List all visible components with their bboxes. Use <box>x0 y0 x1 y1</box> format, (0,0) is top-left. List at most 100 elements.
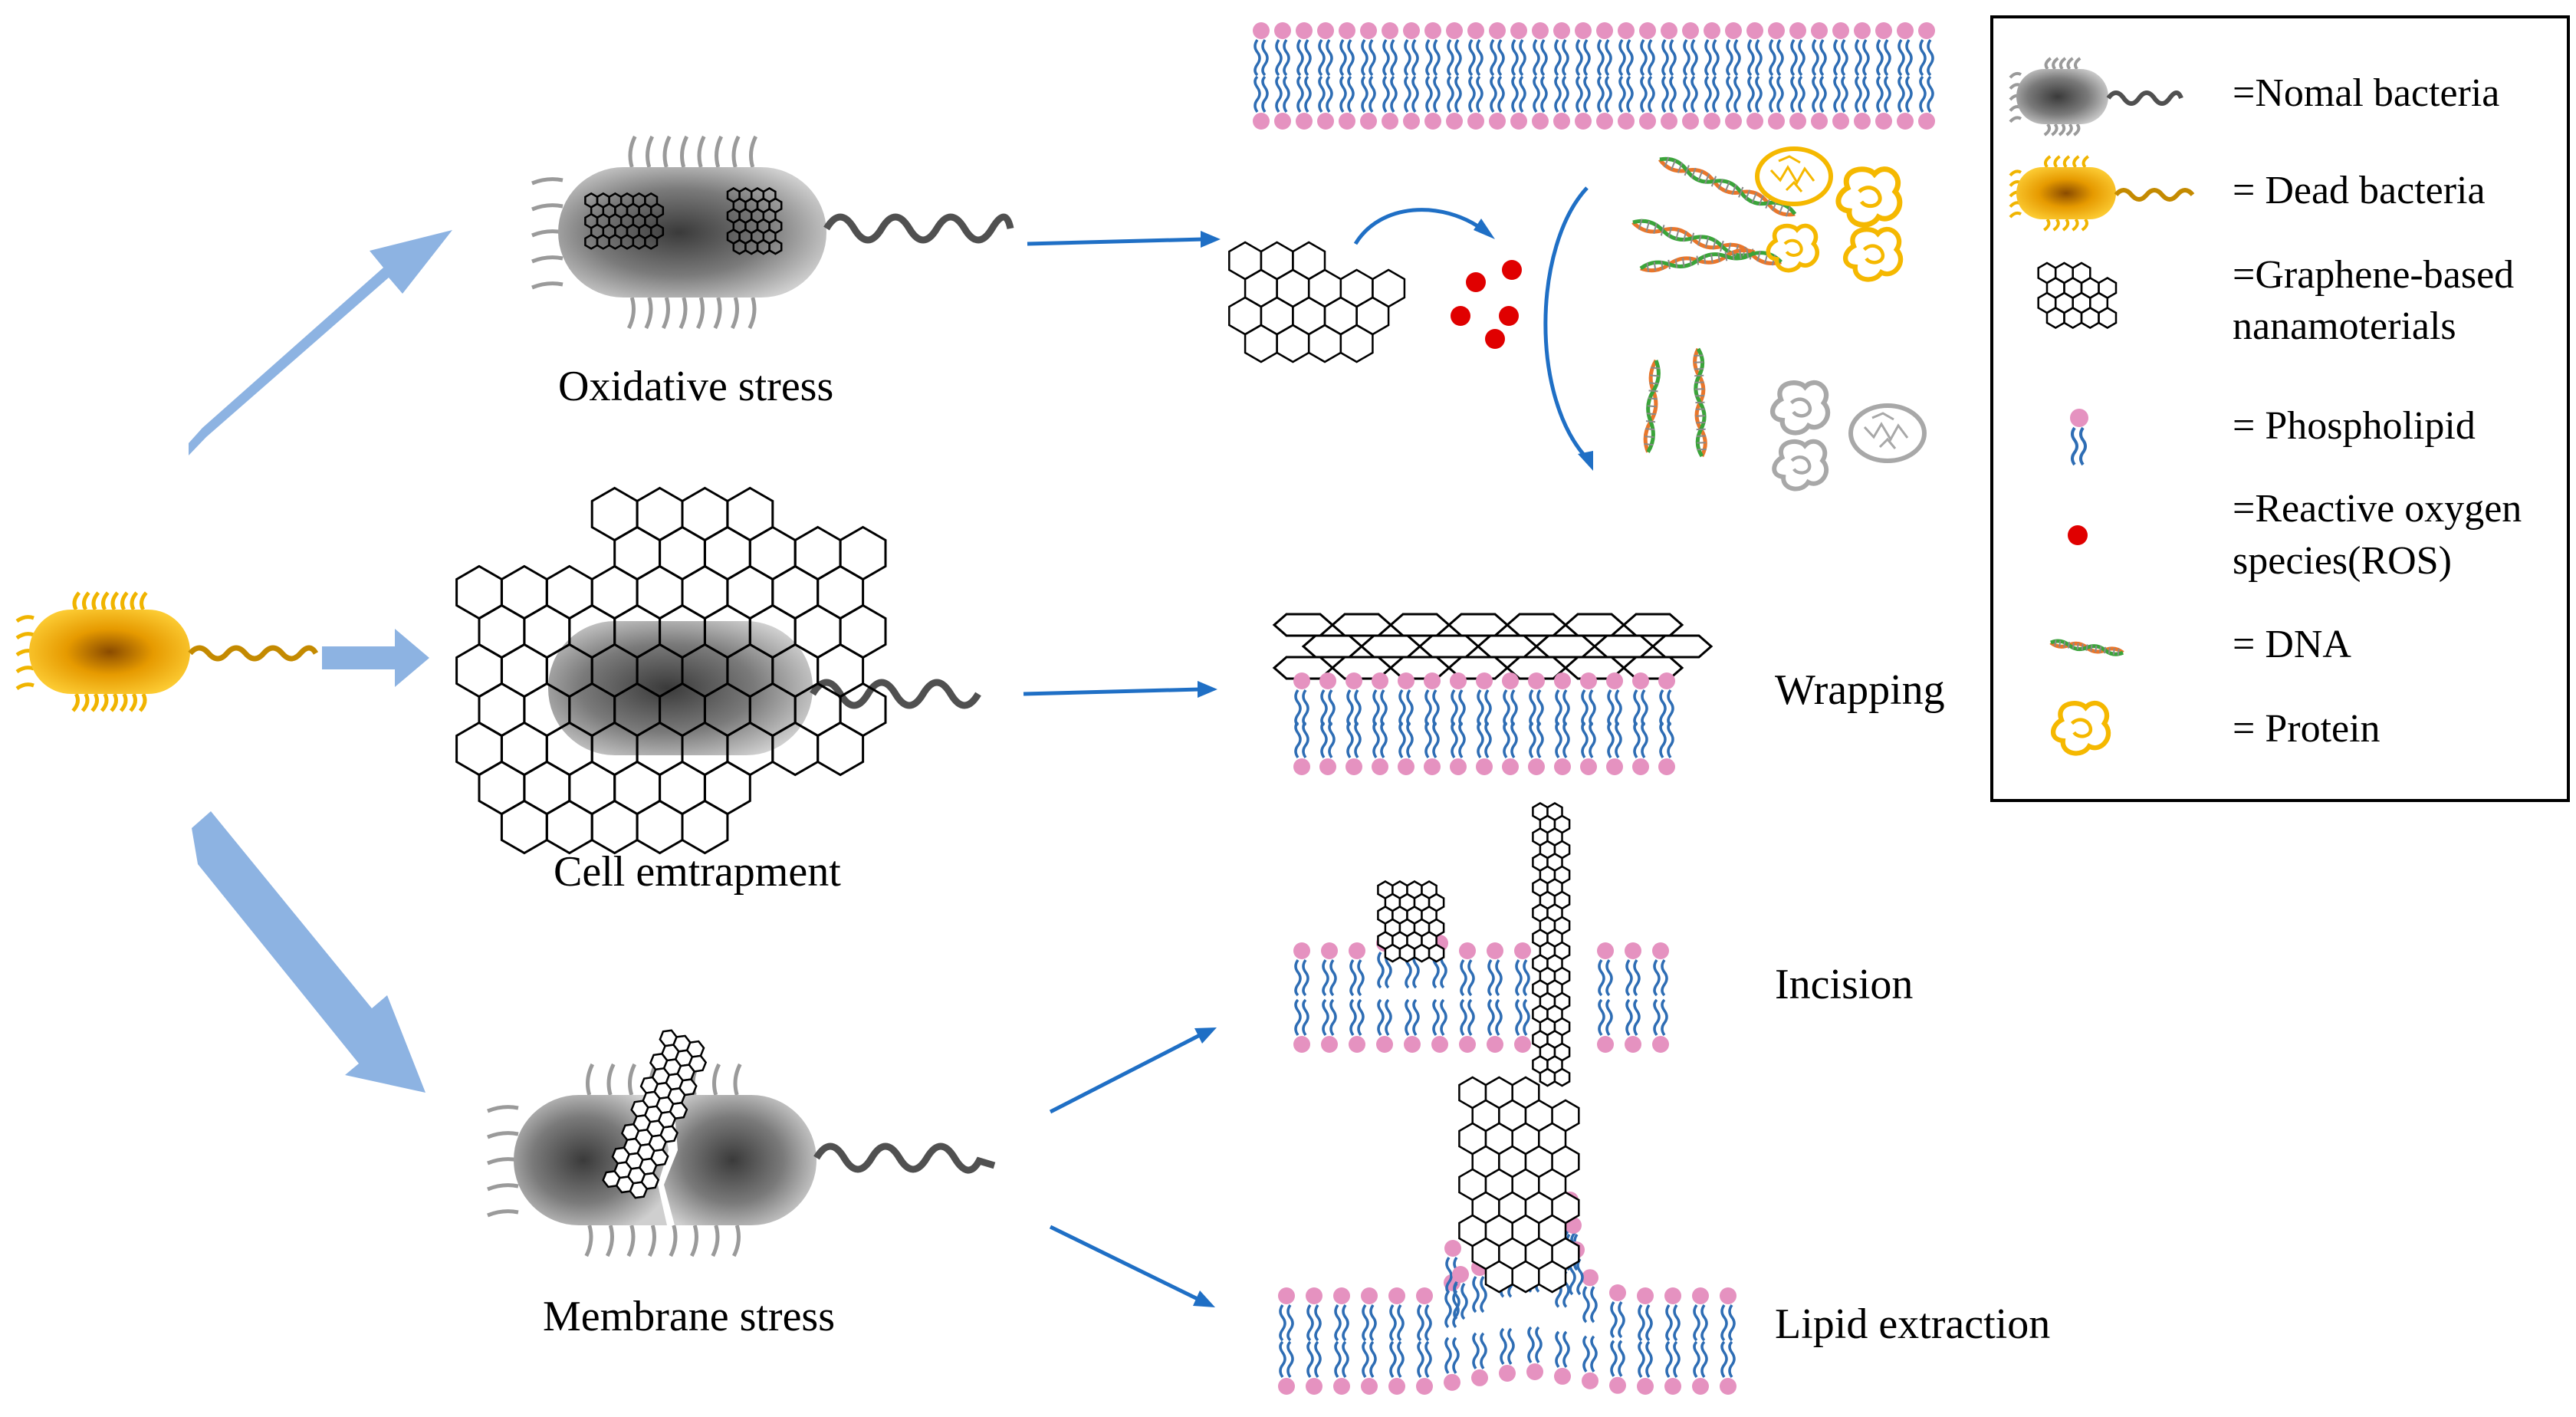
lipid-head <box>1382 22 1398 39</box>
incision-scene <box>1293 802 1669 1087</box>
legend-phospholipid: = Phospholipid <box>2233 404 2476 448</box>
hexagon <box>500 799 548 855</box>
lipid-head <box>1618 22 1635 39</box>
lipid-head <box>1554 672 1571 689</box>
lipid-head <box>1897 113 1914 130</box>
lipid-head <box>1632 758 1649 775</box>
protein <box>1772 439 1829 492</box>
lipid-head <box>1317 22 1334 39</box>
lipid-head <box>1854 113 1871 130</box>
lipid-head <box>1746 22 1763 39</box>
dna <box>1693 347 1707 458</box>
lipid-head <box>1398 758 1414 775</box>
dna <box>1631 219 1783 266</box>
lipid-head <box>1811 22 1828 39</box>
lipid-head <box>1582 1269 1598 1287</box>
lipid-head <box>1278 1378 1295 1395</box>
lipid-head <box>1274 22 1291 39</box>
lipid-head <box>1553 113 1570 130</box>
lipid-head <box>1502 758 1519 775</box>
lipid-head <box>1382 113 1398 130</box>
protein <box>2050 701 2111 756</box>
lipid-head <box>1768 22 1785 39</box>
legend-phospholipid-icon <box>2070 409 2088 466</box>
hexagon <box>1553 1067 1571 1087</box>
hexagon <box>1484 1260 1513 1294</box>
lipid-head <box>1580 758 1597 775</box>
lipid-head <box>1293 758 1310 775</box>
lipid-head <box>1319 758 1336 775</box>
legend: =Nomal bacteria = Dead bacteria =Graphen… <box>1990 15 2570 802</box>
lipid-head <box>1789 22 1806 39</box>
hexagon <box>1538 1260 1567 1294</box>
lipid-head <box>1514 1036 1531 1053</box>
lipid-head <box>1692 1287 1709 1304</box>
lipid-head <box>1339 22 1355 39</box>
lipid-head <box>1637 1378 1654 1395</box>
lipid-head <box>1431 1036 1448 1053</box>
lipid-head <box>1661 22 1677 39</box>
hexagon <box>1418 634 1480 659</box>
lipid-head <box>1502 672 1519 689</box>
lipid-head <box>1361 1287 1378 1304</box>
lipid-head <box>1658 758 1675 775</box>
legend-dna-icon <box>2049 639 2124 656</box>
hexagon <box>1272 613 1335 637</box>
lipid-head <box>1450 758 1467 775</box>
protein <box>1769 380 1831 436</box>
lipid-head <box>1444 1240 1461 1257</box>
lipid-head <box>1293 942 1310 959</box>
lipid-head <box>1349 942 1365 959</box>
lipid-head <box>1403 22 1420 39</box>
lipid-head <box>1704 22 1720 39</box>
lipid-head <box>1424 113 1441 130</box>
arrow-to-membrane <box>192 811 426 1093</box>
lipid-head <box>1725 22 1742 39</box>
lipid-head <box>1725 113 1742 130</box>
lipid-head <box>1459 942 1476 959</box>
lipid-head <box>1632 672 1649 689</box>
lipid-head <box>1510 113 1527 130</box>
label-cell-entrapment: Cell emtrapment <box>554 848 841 896</box>
hexagon <box>1330 613 1393 637</box>
lipid-head <box>1376 1036 1393 1053</box>
lipid-head <box>1278 1287 1295 1304</box>
lipid-head <box>1346 758 1362 775</box>
hexagon <box>816 721 865 777</box>
hexagon <box>1592 634 1655 659</box>
lipid-head <box>1296 113 1313 130</box>
legend-ros-icon <box>2068 525 2088 545</box>
hexagon <box>1563 613 1626 637</box>
lipid-head <box>1293 1036 1310 1053</box>
dna <box>2049 639 2124 656</box>
lipid-head <box>1575 22 1592 39</box>
lipid-head <box>1652 942 1669 959</box>
top-membrane <box>1253 22 1935 130</box>
hexagon <box>545 799 593 855</box>
dead-bacterium <box>15 591 319 712</box>
lipid-head <box>1526 1363 1543 1380</box>
lipid-head <box>1637 1287 1654 1304</box>
lipid-head <box>1596 113 1613 130</box>
lipid-head <box>1661 113 1677 130</box>
hexagon <box>1301 634 1364 659</box>
lipid-head <box>1720 1287 1737 1304</box>
legend-normal-bacteria-icon <box>2009 57 2183 136</box>
hexagon <box>1244 324 1278 363</box>
lipid-head <box>1476 672 1493 689</box>
lipid-head <box>1467 22 1484 39</box>
lipid-head <box>1349 1036 1365 1053</box>
lipid-head <box>1339 113 1355 130</box>
lipid-head <box>1918 22 1935 39</box>
arrow-to-entrapment <box>322 629 429 687</box>
lipid-head <box>1554 758 1571 775</box>
lipid-head <box>1487 942 1503 959</box>
legend-dead-bacteria-icon <box>2009 155 2195 232</box>
lipid-head <box>1597 942 1614 959</box>
lipid-head <box>1333 1378 1350 1395</box>
hexagon <box>1359 634 1422 659</box>
hexagon <box>629 1181 649 1199</box>
entrapment-bacterium <box>455 486 981 855</box>
lipid-head <box>1532 22 1549 39</box>
lipid-head <box>1606 758 1623 775</box>
